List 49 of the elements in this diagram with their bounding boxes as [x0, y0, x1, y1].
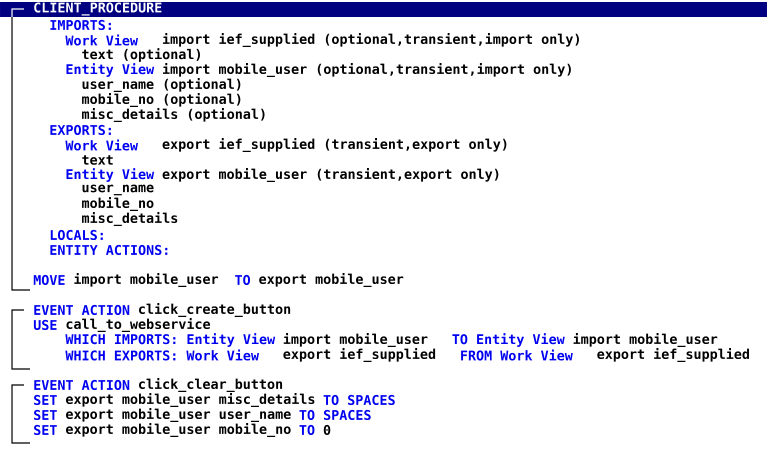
keyword: EVENT ACTION	[34, 304, 130, 316]
code-text: text	[82, 155, 113, 165]
keyword: SET	[34, 410, 57, 420]
keyword: IMPORTS:	[50, 20, 111, 30]
keyword: TO	[300, 424, 314, 436]
keyword: Work View	[65, 139, 138, 151]
code-text: misc_details (optional)	[82, 108, 265, 122]
code-text: import mobile_user	[284, 332, 428, 347]
code-text: click_clear_button	[139, 378, 282, 392]
keyword: Entity View	[66, 168, 154, 182]
keyword: WHICH EXPORTS: Work View	[65, 349, 259, 361]
keyword: EXPORTS:	[50, 124, 111, 136]
code-text: text (optional)	[82, 48, 200, 62]
keyword: EVENT ACTION	[34, 380, 130, 390]
code-text: export ief_supplied	[283, 348, 436, 362]
keyword: Entity View	[66, 63, 154, 77]
keyword: WHICH IMPORTS: Entity View	[65, 333, 276, 347]
code-text: click_create_button	[139, 302, 290, 317]
header-bar: CLIENT_PROCEDURE	[0, 2, 767, 17]
keyword: TO Entity View	[452, 333, 565, 347]
code-text: export ief_supplied	[597, 348, 749, 362]
code-text: import mobile_user (optional,transient,import only)	[162, 62, 571, 77]
keyword: TO SPACES	[324, 394, 395, 406]
code-text: user_name (optional)	[82, 78, 240, 92]
keyword: FROM Work View	[461, 349, 573, 361]
code-text: mobile_no	[82, 196, 154, 211]
code-text: import mobile_user	[574, 332, 718, 347]
code-text: import mobile_user	[74, 272, 218, 287]
keyword: TO SPACES	[300, 410, 371, 420]
code-text: export mobile_user mobile_no	[66, 422, 291, 437]
keyword: ENTITY ACTIONS:	[50, 244, 168, 256]
code-text: user_name	[82, 184, 154, 196]
code-text: import ief_supplied (optional,transient,import only)	[162, 32, 579, 47]
code-text: misc_details	[82, 212, 178, 226]
keyword: SET	[34, 424, 57, 436]
keyword: USE	[34, 320, 57, 330]
keyword: Work View	[65, 34, 138, 46]
keyword: TO	[235, 274, 250, 286]
code-text: export mobile_user misc_details	[66, 392, 314, 407]
code-text: 0	[324, 424, 330, 436]
keyword: LOCALS:	[50, 230, 103, 240]
code-text: export ief_supplied (transient,export only)	[162, 138, 506, 152]
keyword: SET	[34, 394, 57, 406]
code-text: mobile_no (optional)	[82, 92, 240, 107]
code-text: export mobile_user user_name	[66, 408, 291, 422]
keyword: MOVE	[34, 274, 65, 286]
code-text: call_to_webservice	[66, 318, 210, 332]
code-text: export mobile_user	[259, 272, 404, 287]
code-text: export mobile_user (transient,export only)	[162, 168, 498, 182]
